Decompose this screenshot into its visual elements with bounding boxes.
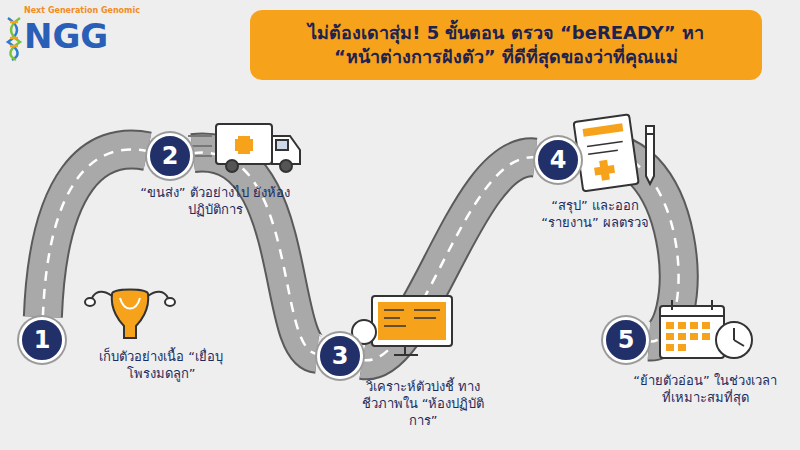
logo-tagline: Next Generation Genomic — [24, 6, 140, 15]
callout-number: 4 — [538, 140, 578, 180]
calendar-icon — [660, 300, 724, 358]
road-connector — [193, 153, 317, 354]
step-circle: 3วิเคราะห์ตัวบ่งชี้ ทางชีวภาพใน “ห้องปฏิ… — [317, 333, 363, 379]
step-description: “สรุป” และออก “รายงาน” ผลตรวจ — [535, 198, 655, 232]
clock-icon — [716, 322, 752, 358]
step-circle: 4“สรุป” และออก “รายงาน” ผลตรวจ — [535, 137, 581, 183]
step-description: “ขนส่ง” ตัวอย่างไป ยังห้องปฏิบัติการ — [140, 185, 290, 219]
callout-number: 5 — [606, 320, 646, 360]
callout-number: 3 — [320, 336, 360, 376]
road-connector — [363, 157, 535, 360]
road-edge — [363, 157, 535, 360]
road-centerline — [193, 153, 317, 354]
dna-helix — [8, 18, 20, 60]
step-description: “ย้ายตัวอ่อน” ในช่วงเวลา ที่เหมาะสมที่สุ… — [630, 373, 780, 407]
step-circle: 2“ขนส่ง” ตัวอย่างไป ยังห้องปฏิบัติการ — [147, 133, 193, 179]
title-banner: ไม่ต้องเดาสุ่ม! 5 ขั้นตอน ตรวจ “beREADY”… — [250, 10, 762, 80]
title-text: ไม่ต้องเดาสุ่ม! 5 ขั้นตอน ตรวจ “beREADY”… — [290, 21, 722, 70]
callout-number: 1 — [22, 320, 62, 360]
step-circle: 5“ย้ายตัวอ่อน” ในช่วงเวลา ที่เหมาะสมที่ส… — [603, 317, 649, 363]
road-surface — [193, 153, 317, 354]
step-circle: 1เก็บตัวอย่างเนื้อ “เยื่อบุโพรงมดลูก” — [19, 317, 65, 363]
road-centerline — [363, 157, 535, 360]
logo-wordmark: NGG — [24, 16, 108, 56]
road-edge — [193, 153, 317, 354]
callout-number: 2 — [150, 136, 190, 176]
step-description: เก็บตัวอย่างเนื้อ “เยื่อบุโพรงมดลูก” — [91, 349, 231, 383]
uterus-icon — [85, 290, 175, 339]
truck-icon — [182, 124, 300, 172]
report-icon — [574, 114, 654, 191]
step-description: วิเคราะห์ตัวบ่งชี้ ทางชีวภาพใน “ห้องปฏิบ… — [353, 379, 493, 430]
road-surface — [363, 157, 535, 360]
